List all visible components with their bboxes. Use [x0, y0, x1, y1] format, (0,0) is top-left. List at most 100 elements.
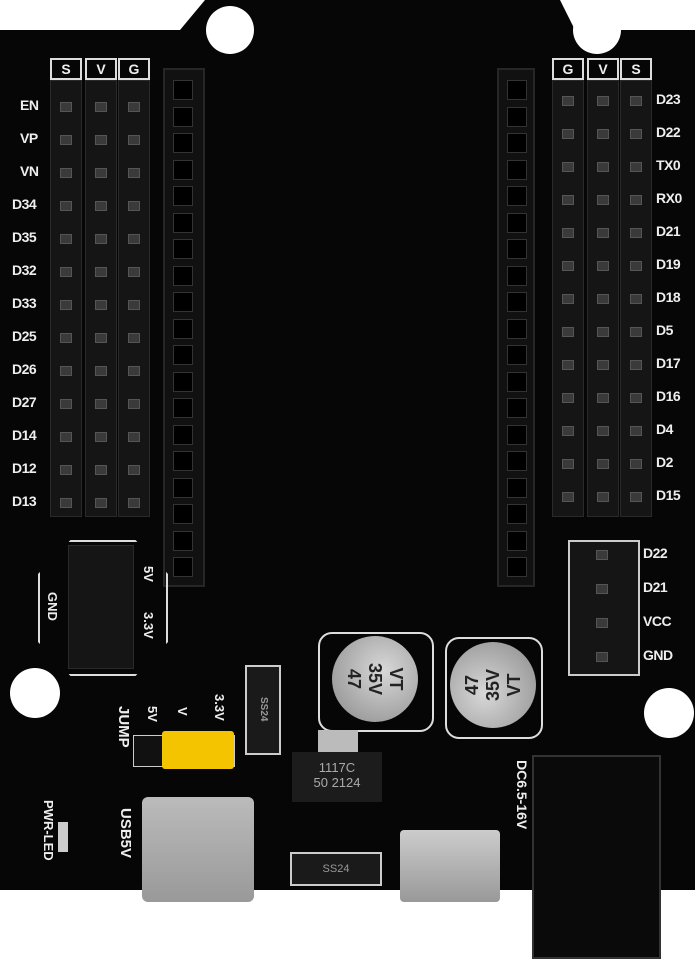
pin [95, 135, 107, 145]
gnd-label: GND [45, 592, 60, 621]
i2c-pin-label: GND [643, 647, 673, 663]
pin [562, 261, 574, 271]
socket-hole [173, 239, 193, 259]
esp32-socket-left [163, 68, 205, 587]
left-pin-label: D27 [12, 394, 37, 410]
pin [562, 96, 574, 106]
pin [128, 333, 140, 343]
pin [597, 426, 609, 436]
pin [597, 195, 609, 205]
pin [562, 294, 574, 304]
right-pin-label: D19 [656, 256, 681, 272]
socket-hole [173, 80, 193, 100]
jumper-cap[interactable] [162, 731, 234, 769]
socket-hole [507, 133, 527, 153]
right-pin-label: D5 [656, 322, 673, 338]
pin [128, 399, 140, 409]
left-pin-column [85, 80, 117, 517]
pin [60, 399, 72, 409]
pin [60, 168, 72, 178]
pwr-led-label: PWR-LED [41, 800, 56, 861]
power-header [68, 545, 134, 669]
socket-hole [507, 239, 527, 259]
power-led [58, 822, 68, 852]
pin [597, 228, 609, 238]
socket-hole [173, 371, 193, 392]
pin [128, 234, 140, 244]
socket-hole [507, 477, 527, 498]
socket-hole [173, 557, 193, 577]
pin [95, 168, 107, 178]
pin [630, 360, 642, 370]
left-col-header: G [118, 58, 150, 80]
left-pin-label: D26 [12, 361, 37, 377]
cap-voltage: 35V [365, 662, 385, 696]
pin [60, 465, 72, 475]
pin [95, 267, 107, 277]
pin [630, 492, 642, 502]
pin [630, 96, 642, 106]
3v3-label: 3.3V [141, 612, 156, 639]
pin [562, 426, 574, 436]
left-pin-label: EN [20, 97, 39, 113]
micro-usb-port[interactable] [400, 830, 500, 902]
pin [597, 261, 609, 271]
socket-hole [173, 106, 193, 127]
left-pin-label: VP [20, 130, 38, 146]
capacitor-2 [445, 637, 543, 739]
right-col-header: S [620, 58, 652, 80]
socket-hole [173, 186, 193, 206]
pin [95, 498, 107, 508]
usb5v-label: USB5V [117, 808, 134, 859]
mounting-hole [10, 668, 60, 718]
right-pin-label: D17 [656, 355, 681, 371]
pin [562, 162, 574, 172]
socket-hole [507, 504, 527, 524]
pin [60, 333, 72, 343]
right-pin-label: D23 [656, 91, 681, 107]
right-pin-label: D22 [656, 124, 681, 140]
pin [562, 492, 574, 502]
capacitor-2-body: 47 35V VT [450, 642, 536, 728]
socket-hole [507, 265, 527, 286]
pin [128, 366, 140, 376]
left-col-header: S [50, 58, 82, 80]
left-pin-label: VN [20, 163, 39, 179]
socket-hole [507, 292, 527, 312]
socket-hole [507, 159, 527, 180]
dc-barrel-jack[interactable] [532, 755, 661, 959]
pin [95, 234, 107, 244]
pin [630, 129, 642, 139]
jumper-5v-label: 5V [145, 706, 160, 722]
pin [597, 96, 609, 106]
socket-hole [173, 451, 193, 471]
left-pin-column [118, 80, 150, 517]
socket-hole [173, 477, 193, 498]
pin [60, 267, 72, 277]
cap-value: 47 [462, 674, 482, 696]
pin [128, 300, 140, 310]
i2c-pin-label: VCC [643, 613, 672, 629]
pin [597, 492, 609, 502]
usb-c-port[interactable] [142, 797, 254, 902]
left-pin-label: D32 [12, 262, 37, 278]
jumper-3v3-label: 3.3V [212, 694, 227, 721]
right-col-header: V [587, 58, 619, 80]
pin [128, 267, 140, 277]
pin [630, 228, 642, 238]
pin [562, 195, 574, 205]
pin [562, 393, 574, 403]
pin [128, 432, 140, 442]
capacitor-1-body: VT 35V 47 [332, 636, 418, 722]
cap-voltage: 35V [483, 668, 503, 702]
socket-hole [507, 557, 527, 577]
pin [596, 550, 608, 560]
mounting-hole [573, 6, 621, 54]
socket-hole [173, 424, 193, 445]
left-pin-label: D34 [12, 196, 37, 212]
mounting-hole [644, 688, 694, 738]
mounting-hole [206, 6, 254, 54]
pin [597, 360, 609, 370]
pin [95, 366, 107, 376]
pin [95, 201, 107, 211]
